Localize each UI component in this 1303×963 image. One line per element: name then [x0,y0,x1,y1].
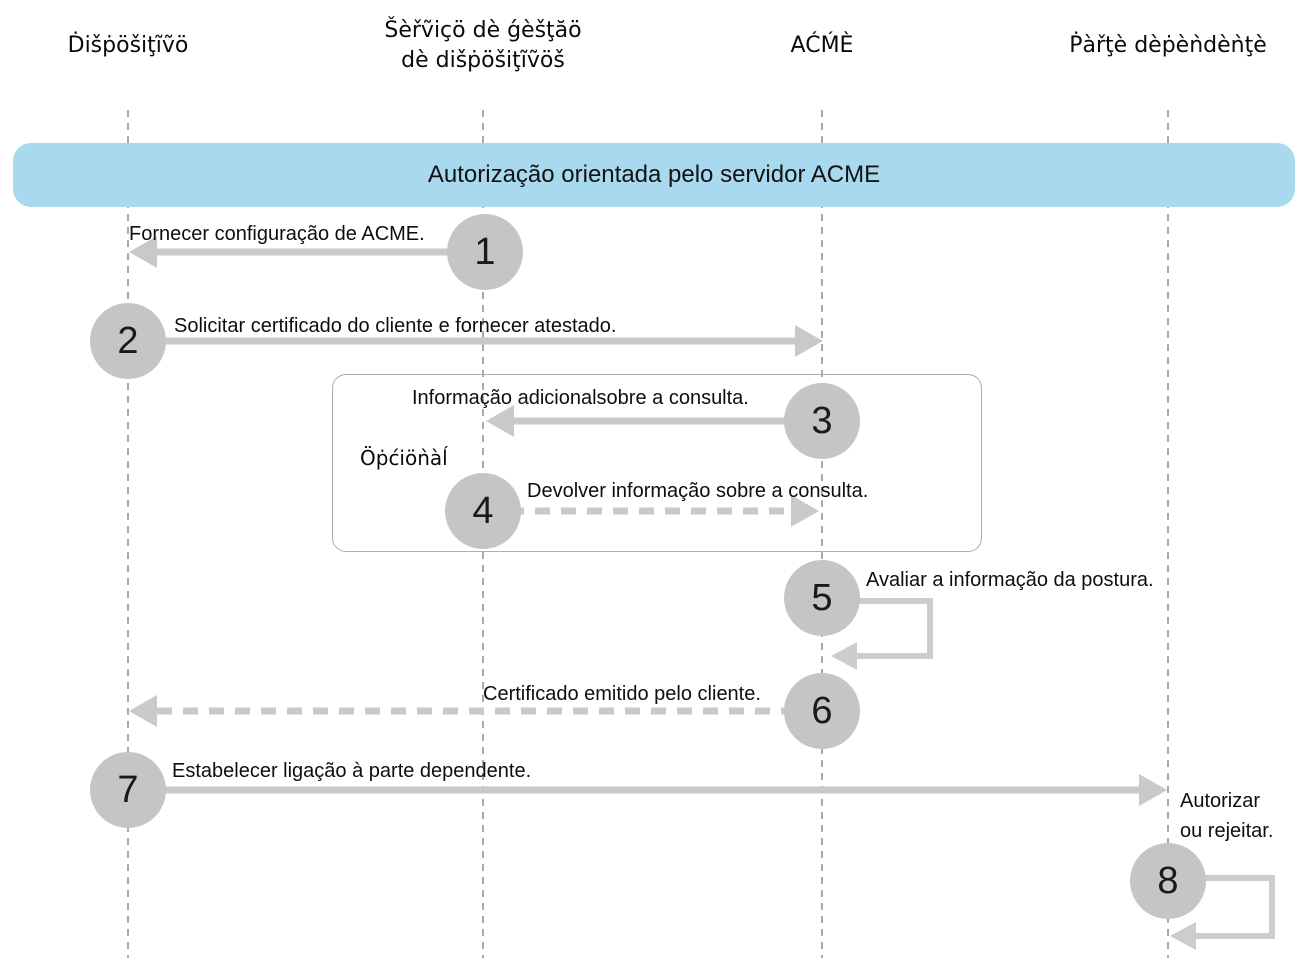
title-banner: Autorização orientada pelo servidor ACME [13,143,1295,207]
arrow-step-8-self-loop [1168,875,1275,950]
optional-group-box [332,374,982,552]
arrow-step-3 [486,405,822,437]
arrow-step-7 [128,774,1167,806]
step-label-8: Autorizar ou rejeitar. [1180,790,1274,842]
optional-group-label: Öṗćiöǹàĺ [360,446,448,470]
step-circle-2: 2 [90,303,166,379]
actor-label: Šèřṽiçö dè ǵèšţăö dè dišṗöšiţĩṽöš [384,18,582,73]
actor-label: AĆḾÈ [790,33,854,58]
step-label-2: Solicitar certificado do cliente e forne… [174,315,617,337]
actor-header-parte-dependente: Ṗàřţè dèṗèǹdèǹţè [998,6,1303,86]
step-circle-5: 5 [784,560,860,636]
title-banner-label: Autorização orientada pelo servidor ACME [427,161,881,188]
actor-label: Ḋišṗöšiţĩṽö [67,33,189,58]
arrow-step-1 [129,236,483,268]
step-circle-3: 3 [784,383,860,459]
step-label-6: Certificado emitido pelo cliente. [483,683,761,705]
step-label-4: Devolver informação sobre a consulta. [527,480,869,502]
actor-header-servico-gestao: Šèřṽiçö dè ǵèšţăö dè dišṗöšiţĩṽöš [313,6,653,86]
actor-label: Ṗàřţè dèṗèǹdèǹţè [1069,33,1267,58]
step-label-7: Estabelecer ligação à parte dependente. [172,760,532,782]
step-label-1: Fornecer configuração de ACME. [129,223,425,245]
step-circle-4: 4 [445,473,521,549]
arrow-step-5-self-loop [822,598,933,670]
actor-header-dispositivo: Ḋišṗöšiţĩṽö [0,6,298,86]
step-circle-8: 8 [1130,843,1206,919]
arrow-step-6 [129,695,822,727]
step-circle-7: 7 [90,752,166,828]
step-circle-1: 1 [447,214,523,290]
step-circle-6: 6 [784,673,860,749]
actor-header-acme: AĆḾÈ [652,6,992,86]
step-label-5: Avaliar a informação da postura. [866,569,1154,591]
arrow-step-2 [128,325,823,357]
step-label-3: Informação adicionalsobre a consulta. [412,387,749,409]
arrow-step-4 [483,495,819,527]
